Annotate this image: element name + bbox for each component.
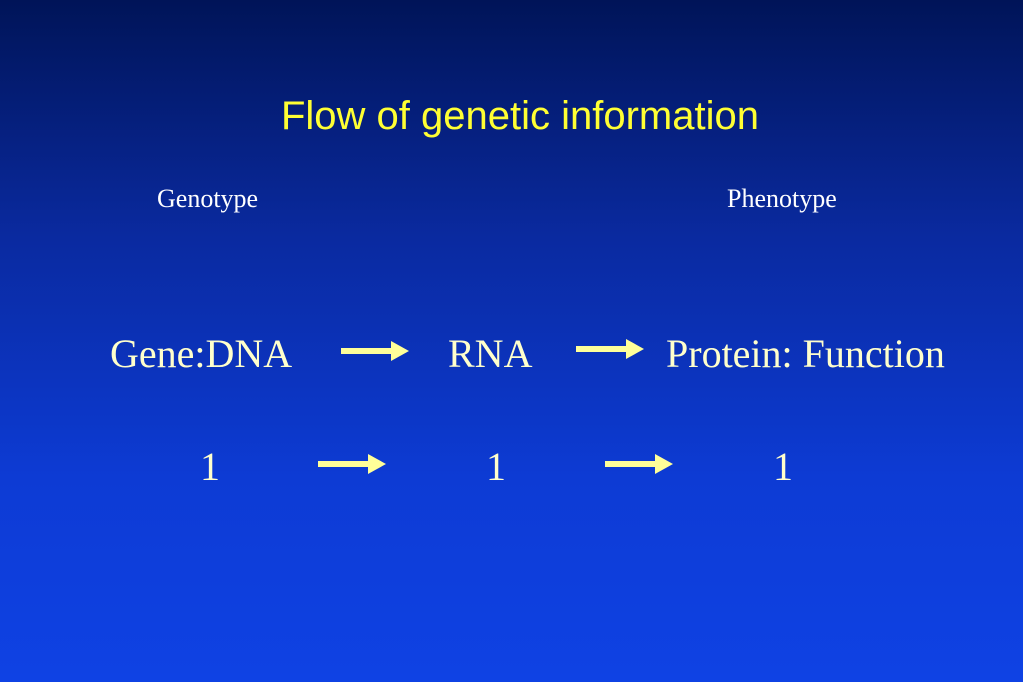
phenotype-label: Phenotype <box>727 184 837 213</box>
protein-function-label: Protein: Function <box>666 331 945 376</box>
right-arrow-icon <box>341 341 409 361</box>
ratio-gene: 1 <box>200 444 220 489</box>
rna-label: RNA <box>448 331 533 376</box>
gene-dna-label: Gene:DNA <box>110 331 293 376</box>
ratio-rna: 1 <box>486 444 506 489</box>
right-arrow-icon <box>605 454 673 474</box>
genotype-label: Genotype <box>157 184 259 213</box>
right-arrow-icon <box>576 339 644 359</box>
slide-title: Flow of genetic information <box>280 94 759 138</box>
right-arrow-icon <box>318 454 386 474</box>
ratio-protein: 1 <box>773 444 793 489</box>
